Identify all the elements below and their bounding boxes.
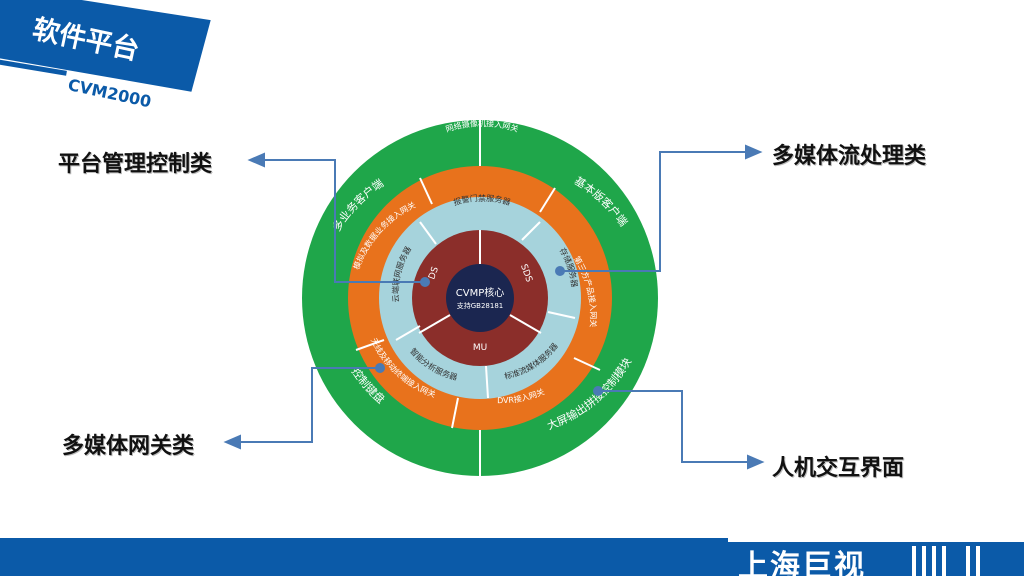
footer-stripe: [912, 546, 916, 576]
category-connectors: [223, 144, 765, 470]
connector-platform-control: [262, 159, 425, 283]
connector-dot-stream-processing: [555, 266, 565, 276]
ring-dividers: [355, 120, 601, 476]
category-hmi: 人机交互界面: [772, 456, 905, 481]
arrow-stream-processing-icon: [745, 144, 763, 160]
footer-stripe: [922, 546, 926, 576]
banner-underline: [0, 56, 67, 76]
core-center: [446, 264, 514, 332]
footer-stripe: [932, 546, 936, 576]
arrow-platform-control-icon: [247, 152, 265, 168]
connector-dot-hmi: [593, 386, 603, 396]
connector-dot-gateway: [375, 363, 385, 373]
footer-stripe: [942, 546, 946, 576]
connector-stream-processing: [560, 151, 748, 272]
banner-background: [0, 0, 211, 92]
connector-dot-platform-control: [420, 277, 430, 287]
footer-stripe: [966, 546, 970, 576]
category-platform-control: 平台管理控制类: [58, 152, 213, 177]
company-name: 上海巨视: [738, 549, 866, 584]
core-segment-mu: MU: [473, 343, 487, 353]
core-title: CVMP核心: [456, 286, 504, 299]
arrow-hmi-icon: [747, 454, 765, 470]
category-gateway: 多媒体网关类: [62, 434, 195, 459]
category-stream-processing: 多媒体流处理类: [772, 144, 927, 169]
footer-stripe: [976, 546, 980, 576]
service-alarm-access: 报警门禁服务器: [452, 193, 511, 207]
footer-brand-box: [728, 538, 1024, 576]
core-subtitle: 支持GB28181: [457, 301, 504, 310]
arrow-gateway-icon: [223, 434, 241, 450]
connector-gateway: [238, 367, 380, 443]
connector-hmi: [598, 390, 750, 463]
header-banner: 软件平台 CVM2000: [0, 0, 211, 111]
core-segment-ds: DS: [427, 265, 441, 281]
